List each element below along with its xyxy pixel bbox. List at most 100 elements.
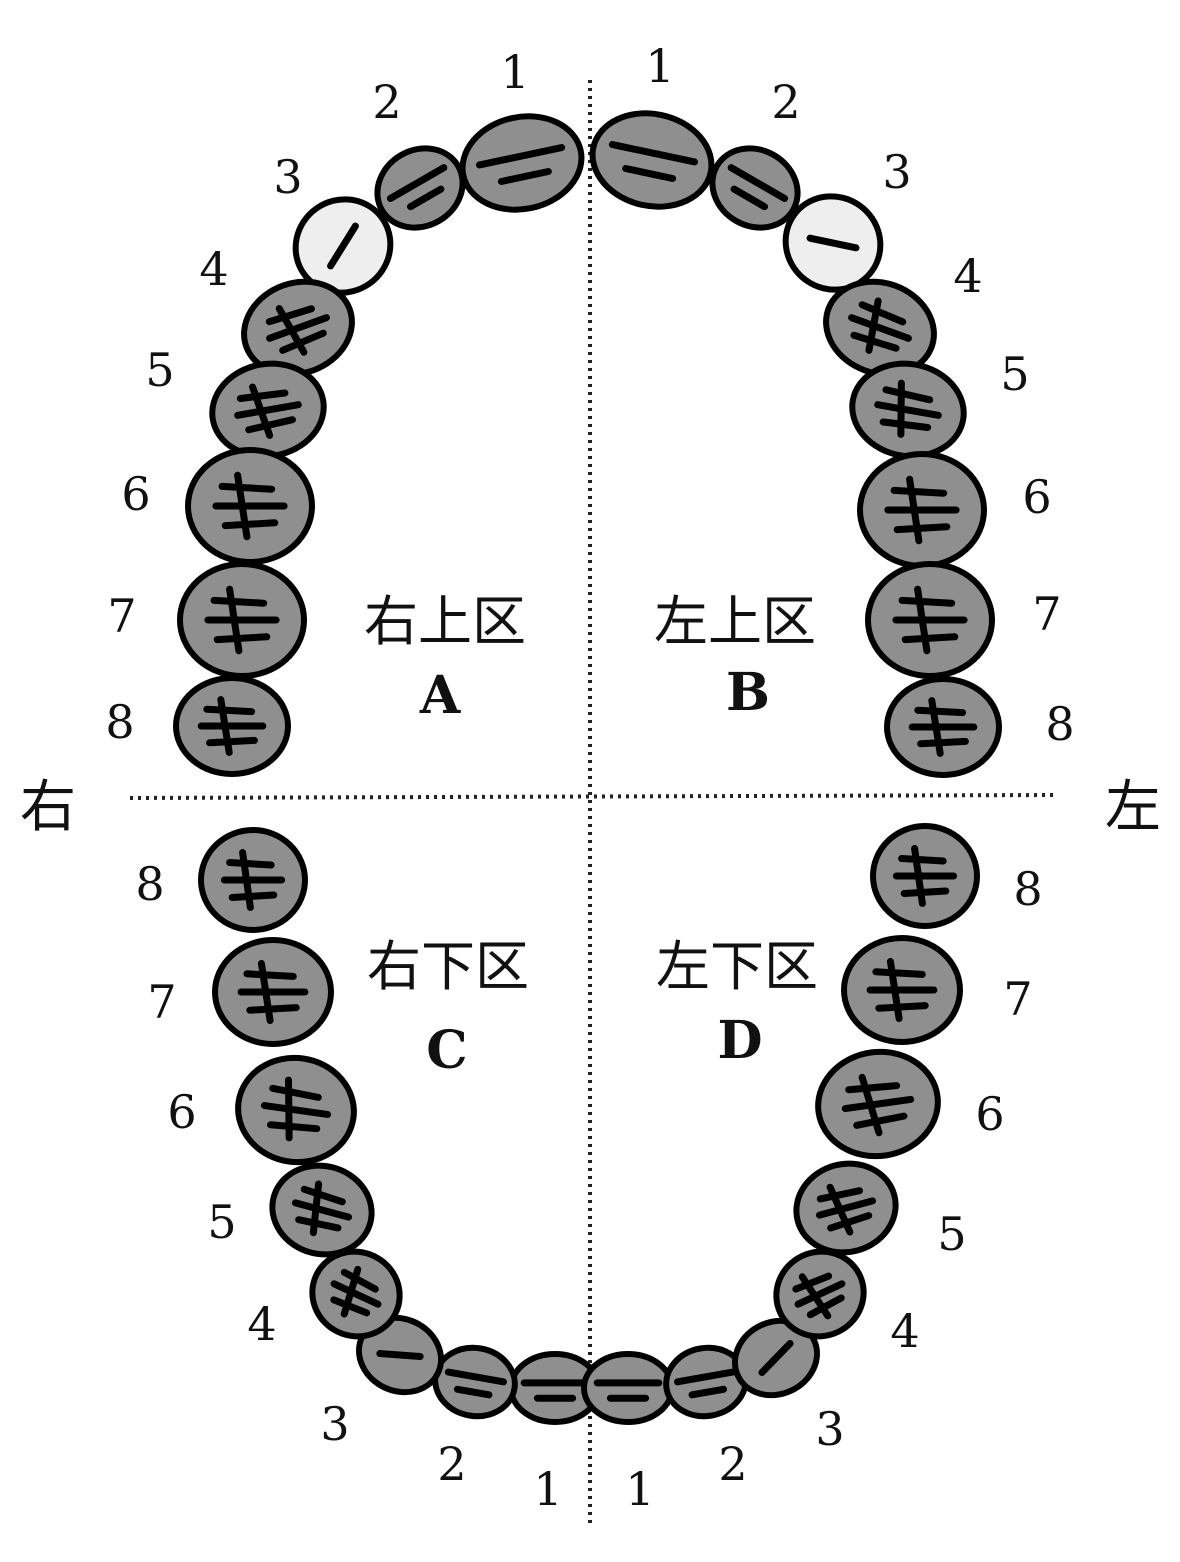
tooth-number-C7: 7 — [147, 975, 176, 1029]
quadrant-C-letter: C — [426, 1020, 467, 1081]
tooth-B8 — [884, 676, 1002, 778]
tooth-grooves — [197, 696, 267, 756]
tooth-grooves — [792, 1272, 846, 1320]
tooth-D4 — [773, 1248, 867, 1340]
tooth-D8 — [870, 823, 980, 929]
tooth-grooves — [234, 383, 302, 439]
tooth-B7 — [865, 561, 995, 679]
tooth-number-B8: 8 — [1045, 697, 1074, 751]
tooth-number-D1: 1 — [625, 1462, 654, 1516]
tooth-C4 — [309, 1248, 403, 1340]
tooth-number-A7: 7 — [107, 589, 136, 643]
tooth-grooves — [884, 475, 960, 545]
tooth-grooves — [475, 144, 566, 185]
tooth-A4 — [241, 278, 355, 378]
tooth-number-A5: 5 — [145, 343, 174, 397]
quadrant-D-zone-label: 左下区 — [656, 935, 818, 998]
tooth-grooves — [330, 1265, 382, 1318]
tooth-grooves — [444, 1368, 507, 1399]
tooth-D3 — [732, 1317, 820, 1399]
tooth-number-A3: 3 — [273, 150, 302, 204]
tooth-grooves — [892, 845, 958, 907]
tooth-grooves — [608, 141, 699, 182]
tooth-D1 — [581, 1351, 675, 1425]
tooth-number-B5: 5 — [1000, 347, 1029, 401]
tooth-D7 — [841, 935, 963, 1045]
tooth-B2 — [709, 145, 801, 231]
tooth-crown — [589, 110, 715, 210]
tooth-grooves — [386, 164, 448, 211]
tooth-grooves — [758, 1339, 794, 1377]
tooth-number-D3: 3 — [815, 1402, 844, 1456]
tooth-grooves — [237, 959, 309, 1025]
quadrant-B-letter: B — [726, 662, 770, 723]
tooth-A3 — [292, 196, 394, 296]
tooth-number-C4: 4 — [247, 1297, 276, 1351]
tooth-A6 — [185, 447, 315, 565]
tooth-number-B6: 6 — [1022, 470, 1051, 524]
tooth-D5 — [793, 1160, 899, 1256]
tooth-C7 — [212, 937, 334, 1047]
tooth-B3 — [782, 193, 884, 293]
tooth-A1 — [459, 113, 585, 213]
quadrant-D-letter: D — [717, 1010, 762, 1071]
tooth-B6 — [857, 451, 987, 569]
tooth-number-C1: 1 — [533, 1462, 562, 1516]
tooth-A8 — [173, 675, 291, 777]
tooth-number-A1: 1 — [500, 45, 529, 99]
tooth-crown — [459, 113, 585, 213]
tooth-C5 — [269, 1162, 375, 1258]
left-side-label: 左 — [1105, 775, 1161, 840]
tooth-grooves — [806, 234, 860, 252]
tooth-A7 — [177, 561, 307, 679]
tooth-number-labels: 1 2 3 4 5 6 7 8 1 2 3 4 5 6 7 8 1 2 3 4 … — [105, 39, 1074, 1516]
tooth-number-D2: 2 — [718, 1437, 747, 1491]
tooth-number-D5: 5 — [937, 1207, 966, 1261]
tooth-number-C2: 2 — [437, 1437, 466, 1491]
tooth-grooves — [593, 1379, 663, 1402]
tooth-grooves — [520, 1379, 590, 1402]
tooth-grooves — [908, 697, 978, 757]
tooth-number-A6: 6 — [121, 467, 150, 521]
quadrant-C-zone-label: 右下区 — [367, 935, 529, 998]
tooth-grooves — [220, 849, 286, 911]
quadrant-A-zone-label: 右上区 — [364, 590, 526, 653]
tooth-number-B4: 4 — [953, 249, 982, 303]
tooth-number-B2: 2 — [771, 75, 800, 129]
tooth-number-B1: 1 — [645, 39, 674, 93]
tooth-number-B3: 3 — [882, 145, 911, 199]
tooth-number-B7: 7 — [1032, 587, 1061, 641]
teeth-group — [173, 110, 1002, 1425]
tooth-grooves — [841, 1073, 915, 1137]
tooth-grooves — [204, 585, 280, 655]
tooth-C8 — [198, 827, 308, 933]
tooth-B5 — [849, 360, 967, 460]
right-side-label: 右 — [20, 775, 76, 840]
tooth-grooves — [327, 222, 359, 270]
tooth-grooves — [815, 1183, 877, 1236]
tooth-C6 — [235, 1054, 357, 1166]
tooth-grooves — [848, 297, 912, 354]
tooth-number-D8: 8 — [1013, 862, 1042, 916]
tooth-grooves — [892, 585, 968, 655]
tooth-number-A2: 2 — [372, 75, 401, 129]
tooth-number-C5: 5 — [207, 1195, 236, 1249]
horizontal-midline — [129, 793, 1056, 800]
tooth-number-C3: 3 — [320, 1397, 349, 1451]
tooth-number-D7: 7 — [1003, 972, 1032, 1026]
tooth-grooves — [866, 957, 938, 1023]
tooth-number-D4: 4 — [890, 1304, 919, 1358]
tooth-B4 — [823, 278, 937, 378]
quadrant-B-zone-label: 左上区 — [654, 590, 816, 653]
tooth-number-A4: 4 — [199, 242, 228, 296]
tooth-A2 — [374, 145, 466, 231]
tooth-grooves — [260, 1076, 332, 1142]
tooth-grooves — [212, 471, 288, 541]
quadrant-A-letter: A — [419, 665, 461, 726]
tooth-number-C8: 8 — [135, 857, 164, 911]
tooth-number-A8: 8 — [105, 695, 134, 749]
tooth-number-C6: 6 — [167, 1085, 196, 1139]
tooth-grooves — [291, 1180, 353, 1237]
